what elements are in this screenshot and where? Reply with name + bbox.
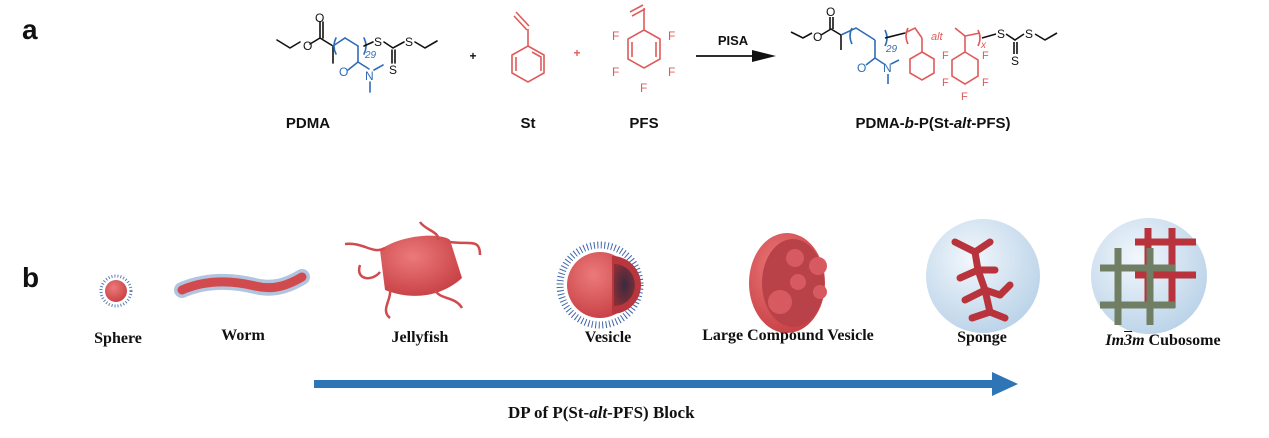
atom-f: F: [982, 77, 989, 89]
atom-o: O: [315, 11, 324, 25]
atom-f: F: [640, 81, 647, 95]
axis-label-part: alt: [589, 403, 608, 422]
atom-o: O: [826, 5, 835, 19]
dp-axis-label: DP of P(St-alt-PFS) Block: [508, 403, 695, 423]
vesicle-morphology: [556, 241, 644, 329]
dp-arrow-head: [992, 372, 1018, 396]
sphere-morphology: [99, 274, 133, 308]
atom-s: S: [374, 35, 382, 49]
axis-label-part: DP of P(St-: [508, 403, 590, 422]
reaction-arrow: [696, 50, 776, 62]
morphology-label-worm: Worm: [221, 327, 265, 344]
x-subscript: x: [980, 40, 987, 51]
dp-arrow: [314, 372, 1018, 396]
atom-o: O: [857, 61, 866, 75]
alt-label: alt: [931, 31, 944, 43]
pdma-dp: 29: [364, 50, 377, 61]
reaction-scheme: O O O N 29 S S S PDMA + St +: [276, 4, 1058, 132]
pdma-structure: O O O N 29 S S S: [276, 11, 438, 93]
morphology-label-sponge: Sponge: [957, 329, 1007, 346]
product-label-part: alt: [954, 115, 973, 132]
atom-f: F: [668, 29, 675, 43]
product-label-part: b: [905, 115, 914, 132]
product-fluorines: F F F F F: [942, 50, 989, 103]
axis-label-part: -PFS) Block: [607, 403, 695, 422]
morphology-label-cubosome: Im3m Cubosome: [1093, 332, 1233, 350]
atom-f: F: [982, 50, 989, 62]
large-compound-vesicle-morphology: [749, 233, 827, 333]
product-dp: 29: [885, 44, 898, 55]
pfs-structure: [627, 4, 661, 69]
product-structure: O O O N 29 S S S: [790, 5, 1058, 85]
product-label-part: PDMA-: [855, 115, 904, 132]
space-group: Im3m: [1105, 332, 1145, 349]
atom-f: F: [961, 91, 968, 103]
cubosome-text: Cubosome: [1144, 332, 1221, 349]
product-label: PDMA-b-P(St-alt-PFS): [855, 115, 1010, 132]
st-label: St: [521, 115, 536, 132]
atom-f: F: [942, 50, 949, 62]
atom-o: O: [813, 30, 822, 44]
morphology-illustrations: [99, 218, 1207, 334]
atom-f: F: [612, 65, 619, 79]
atom-o: O: [303, 39, 312, 53]
panel-label-a: a: [22, 14, 38, 45]
atom-o: O: [339, 65, 348, 79]
morphology-label-jellyfish: Jellyfish: [391, 329, 449, 346]
product-label-part: -PFS): [971, 115, 1010, 132]
morphology-label-lcv: Large Compound Vesicle: [702, 327, 874, 344]
styrene-structure: [511, 11, 545, 83]
atom-f: F: [668, 65, 675, 79]
pfs-label: PFS: [629, 115, 658, 132]
pfs-fluorines: F F F F F: [612, 29, 675, 95]
atom-s: S: [1025, 27, 1033, 41]
atom-f: F: [612, 29, 619, 43]
panel-label-b: b: [22, 262, 40, 293]
morphology-label-vesicle: Vesicle: [584, 329, 632, 346]
atom-s: S: [405, 35, 413, 49]
pdma-label: PDMA: [286, 115, 330, 132]
atom-s: S: [997, 27, 1005, 41]
dp-arrow-shaft: [314, 380, 994, 388]
atom-s: S: [389, 63, 397, 77]
product-label-part: -P(St-: [914, 115, 954, 132]
plus-sign: +: [573, 46, 580, 60]
pisa-label: PISA: [718, 33, 749, 48]
plus-sign: +: [469, 49, 476, 63]
jellyfish-morphology: [344, 221, 482, 319]
morphology-label-sphere: Sphere: [94, 330, 142, 347]
cubosome-morphology: [1091, 218, 1207, 334]
atom-n: N: [883, 61, 892, 75]
atom-f: F: [942, 77, 949, 89]
worm-morphology: [174, 269, 310, 298]
atom-n: N: [365, 69, 374, 83]
atom-s: S: [1011, 54, 1019, 68]
sponge-morphology: [926, 219, 1040, 333]
